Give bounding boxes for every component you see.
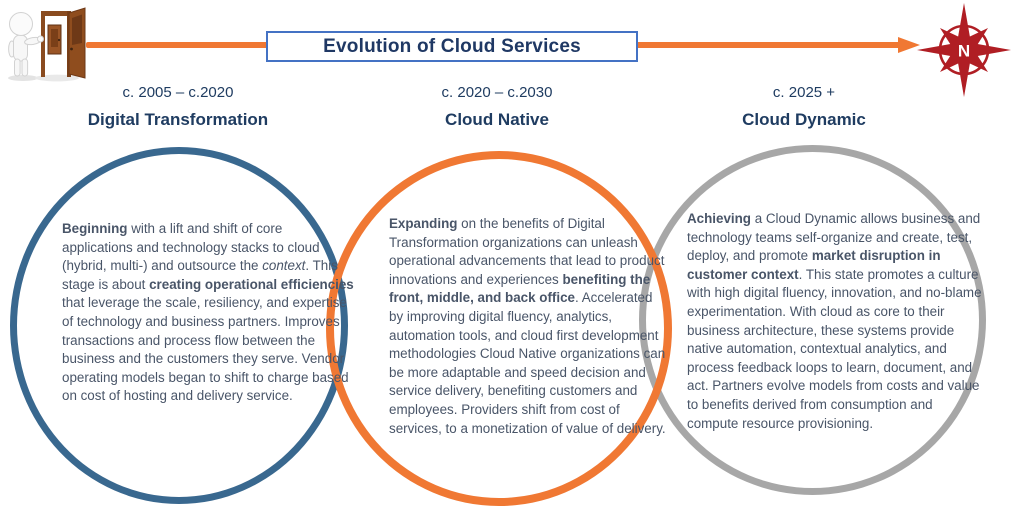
phase-era: c. 2020 – c.2030 [441,84,553,101]
timeline-arrowhead-icon [898,37,920,53]
phase-description-digital-transformation: Beginning with a lift and shift of core … [62,221,354,404]
phase-era: c. 2005 – c.2020 [122,84,234,101]
phase-header-cloud-native: c. 2020 – c.2030 Cloud Native [347,84,647,130]
phase-era: c. 2025 + [772,84,836,101]
phase-header-digital-transformation: c. 2005 – c.2020 Digital Transformation [28,84,328,130]
phase-title: Cloud Native [445,110,549,129]
phase-title: Digital Transformation [87,110,269,129]
phase-title: Cloud Dynamic [742,110,866,129]
compass-rose-icon: N [917,3,1011,97]
phase-description-cloud-dynamic: Achieving a Cloud Dynamic allows busines… [687,211,982,431]
phase-description-cloud-native: Expanding on the benefits of Digital Tra… [389,216,666,436]
person-at-open-door-icon [8,7,86,82]
phase-header-cloud-dynamic: c. 2025 + Cloud Dynamic [654,84,954,130]
title-banner-text: Evolution of Cloud Services [323,35,581,57]
compass-north-label: N [958,42,970,61]
circle-1 [326,151,672,506]
title-banner: Evolution of Cloud Services [266,31,638,62]
